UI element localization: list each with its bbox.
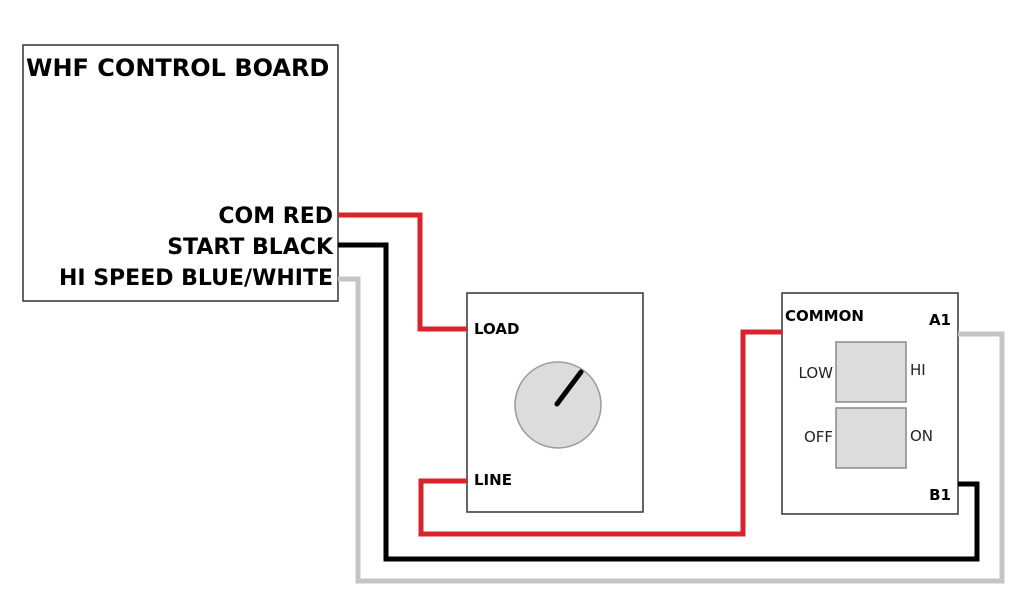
power-off-label: OFF — [804, 428, 833, 446]
switch-common-label: COMMON — [785, 307, 864, 325]
power-rocker-button[interactable] — [835, 407, 907, 469]
red-wire-line-to-common — [418, 329, 782, 537]
power-on-label: ON — [910, 427, 933, 445]
speed-hi-label: HI — [910, 361, 926, 379]
black-wire-start-to-b1 — [338, 242, 980, 562]
switch-b1-label: B1 — [929, 486, 951, 504]
com-red-label: COM RED — [218, 204, 333, 229]
timer-load-label: LOAD — [474, 320, 519, 338]
control-board-box — [22, 44, 339, 302]
speed-rocker-button[interactable] — [835, 341, 907, 403]
control-board-title: WHF CONTROL BOARD — [26, 54, 329, 82]
timer-dial-pointer — [554, 369, 584, 407]
red-wire-com-to-load — [338, 212, 467, 332]
white-wire-hispeed-to-a1 — [338, 276, 1005, 584]
start-black-label: START BLACK — [167, 235, 334, 260]
hi-speed-label: HI SPEED BLUE/WHITE — [59, 266, 333, 291]
speed-low-label: LOW — [799, 364, 834, 382]
switch-box — [781, 292, 959, 515]
switch-a1-label: A1 — [929, 311, 951, 329]
timer-line-label: LINE — [474, 471, 512, 489]
